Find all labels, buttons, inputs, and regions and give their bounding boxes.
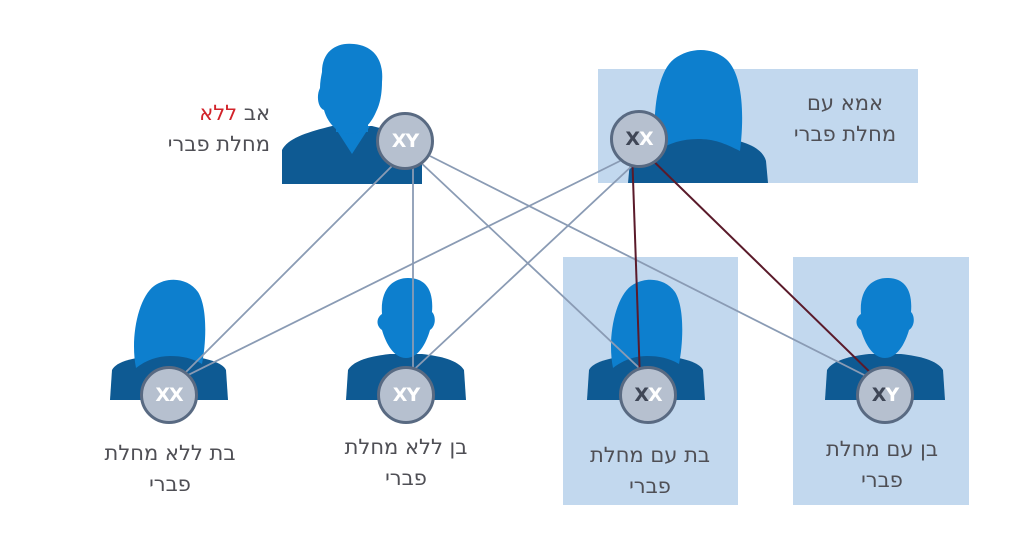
daughter-unaffected-chromosome-1: X [155,384,170,406]
son-unaffected-label: בן ללא מחלת פברי [316,432,496,494]
father-chromosome-2: Y [405,130,419,152]
father-label-highlight: ללא [199,101,238,125]
line-mother-affected-x-to-son-affected [641,149,881,383]
son-unaffected-label-line1: בן ללא מחלת [344,435,468,459]
line-father-y-to-son-affected [429,155,879,383]
mother-affected-chromosome: X [625,128,640,150]
daughter-unaffected-label-line1: בת ללא מחלת [104,441,236,465]
daughter-affected-label: בת עם מחלת פברי [560,440,740,502]
daughter-affected-label-line1: בת עם מחלת [589,443,711,467]
daughter-unaffected-label-line2: פברי [149,472,191,496]
mother-label-line1: אמא עם [806,91,884,115]
daughter-unaffected-label: בת ללא מחלת פברי [80,438,260,500]
line-father-x-to-daughter-affected [417,159,653,381]
line-mother-x-to-daughter-unaffected [169,157,627,385]
son-affected-chromosome-1: X [871,384,887,406]
daughter-affected-label-line2: פברי [629,474,671,498]
father-label: אב ללא מחלת פברי [120,98,270,160]
father-label-line2: מחלת פברי [167,132,270,156]
daughter-unaffected-chromosome-2: X [169,384,184,406]
mother-label-line2: מחלת פברי [793,122,897,146]
line-father-x-to-daughter-unaffected [179,159,399,379]
mother-chromosome-2: X [639,128,654,150]
son-unaffected-chromosome-1: X [392,384,408,406]
son-affected-chromosome-2: Y [885,384,899,406]
son-unaffected-chromosome-2: Y [406,384,420,406]
son-affected-label-line2: פברי [861,468,903,492]
son-affected-label-line1: בן עם מחלת [825,437,938,461]
line-mother-affected-x-to-daughter-affected [631,149,641,381]
father-label-prefix: אב [243,101,270,125]
mother-label: אמא עם מחלת פברי [770,88,920,150]
son-affected-label: בן עם מחלת פברי [792,434,972,496]
father-chromosome-1: X [391,130,407,152]
father-label-line1: אב ללא [120,98,270,129]
daughter-affected-chromosome-2: X [648,384,663,406]
line-mother-x-to-son-unaffected [404,163,635,379]
daughter-affected-chromosome-1: X [634,384,649,406]
son-unaffected-label-line2: פברי [385,466,427,490]
